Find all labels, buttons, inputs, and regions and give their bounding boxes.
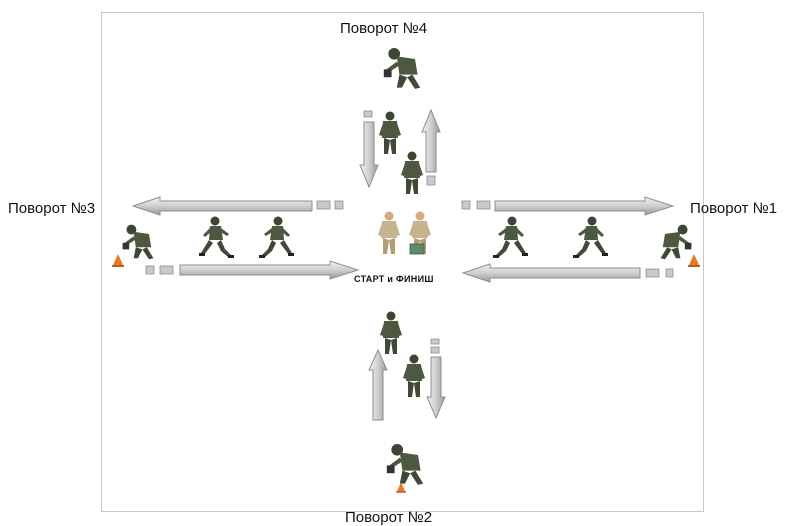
- soldier-running-icon: [493, 216, 528, 258]
- equipment-box: [409, 243, 425, 255]
- arrow-from-turn-3: [145, 260, 360, 280]
- arrow-to-turn-3: [131, 196, 344, 216]
- soldier-crouching-icon: [386, 443, 424, 485]
- soldier-running-icon: [199, 216, 234, 258]
- label-turn-4: Поворот №4: [340, 20, 428, 37]
- soldier-standing-icon: [380, 311, 402, 354]
- diagram-frame: [101, 12, 704, 512]
- traffic-cone-icon: [112, 254, 124, 267]
- soldier-standing-icon: [378, 211, 400, 254]
- soldier-standing-icon: [379, 111, 401, 154]
- arrow-from-turn-2: [368, 348, 388, 421]
- soldier-crouching-icon: [383, 47, 421, 89]
- label-turn-3: Поворот №3: [8, 200, 96, 217]
- arrow-to-start-from-turn-4: [359, 110, 379, 189]
- arrow-to-turn-4: [421, 108, 441, 186]
- label-start-finish: СТАРТ и ФИНИШ: [354, 274, 434, 284]
- soldier-crouching-icon: [660, 224, 692, 260]
- arrow-to-turn-2: [426, 338, 446, 420]
- arrow-from-turn-1: [461, 263, 674, 283]
- label-turn-2: Поворот №2: [345, 509, 433, 526]
- soldier-standing-icon: [403, 354, 425, 397]
- soldier-running-icon: [259, 216, 294, 258]
- traffic-cone-icon: [396, 482, 406, 493]
- soldier-crouching-icon: [122, 224, 154, 260]
- traffic-cone-icon: [688, 254, 700, 267]
- soldier-standing-icon: [401, 151, 423, 194]
- arrow-to-turn-1: [461, 196, 675, 216]
- label-turn-1: Поворот №1: [690, 200, 778, 217]
- soldier-running-icon: [573, 216, 608, 258]
